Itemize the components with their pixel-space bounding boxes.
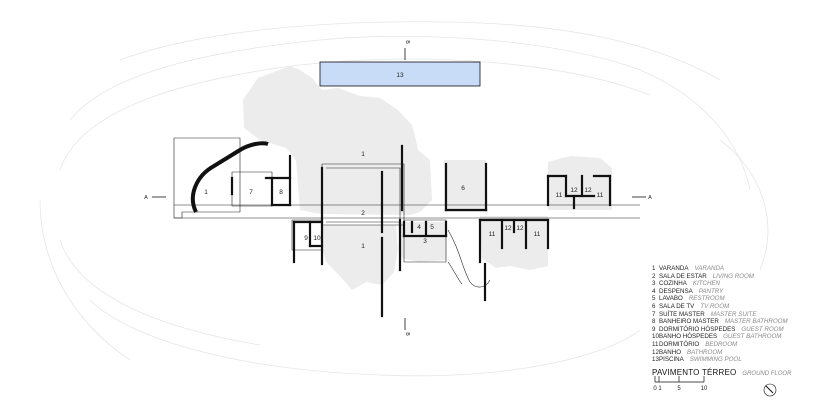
legend-label-pt: SALA DE ESTAR [659, 272, 707, 280]
legend-label-pt: VARANDA [659, 265, 689, 272]
legend-label-pt: SUÍTE MASTER [659, 310, 705, 318]
scale-label: 10 [701, 386, 708, 392]
legend-label-en: VARANDA [694, 265, 725, 272]
landscape-vegetation [243, 66, 612, 290]
legend-label-en: BEDROOM [705, 340, 738, 348]
legend-number: 12 [652, 348, 659, 356]
room-label: 12 [516, 225, 524, 232]
legend-label-en: RESTROOM [688, 295, 725, 303]
legend-number: 3 [652, 280, 656, 288]
room-label: 12 [570, 187, 578, 194]
scale-label: 0 [653, 386, 657, 392]
room-label: 8 [279, 189, 283, 196]
room-label: 2 [361, 210, 365, 217]
legend-label-pt: DORMITÓRIO [659, 340, 700, 348]
north-arrow-icon [763, 383, 777, 397]
room-label: 1 [204, 189, 208, 196]
legend-label-en: MASTER SUITE [710, 310, 757, 318]
legend-number: 5 [652, 295, 656, 303]
room-label: 11 [489, 231, 496, 238]
section-mark-left: A [144, 195, 148, 201]
legend-label-en: PANTRY [698, 287, 724, 295]
legend-label-pt: LAVABO [659, 295, 683, 303]
room-label: 3 [423, 238, 427, 245]
legend-number: 13 [652, 356, 659, 364]
legend-label-en: KITCHEN [692, 280, 721, 288]
topographic-contours [39, 21, 769, 377]
room-label: 1 [361, 243, 365, 250]
legend-label-en: GUEST ROOM [741, 325, 784, 333]
scale-ticks [654, 376, 705, 383]
room-label: 13 [396, 72, 404, 79]
legend-label-pt: DESPENSA [659, 287, 693, 295]
legend-number: 8 [652, 318, 656, 326]
legend-label-pt: BANHO [659, 348, 682, 356]
room-label: 11 [556, 192, 563, 199]
floor-title: PAVIMENTO TÉRREO GROUND FLOOR [652, 362, 791, 380]
legend-label-en: LIVING ROOM [712, 272, 754, 280]
room-label: 4 [417, 224, 421, 231]
legend-label-en: BATHROOM [687, 348, 723, 356]
room-label: 5 [430, 224, 434, 231]
scale-label: 1 [658, 386, 662, 392]
section-mark-top: B [404, 40, 410, 44]
room-label: 11 [597, 192, 604, 199]
legend-number: 1 [652, 265, 656, 272]
walls [230, 144, 612, 318]
pool [319, 61, 481, 87]
legend-label-en: TV ROOM [700, 302, 730, 310]
floor-title-en: GROUND FLOOR [742, 371, 792, 377]
legend-number: 11 [652, 340, 659, 348]
room-label: 6 [461, 185, 465, 192]
legend-number: 2 [652, 272, 656, 280]
legend-label-pt: DORMITÓRIO HÓSPEDES [659, 325, 736, 333]
section-markers [152, 48, 646, 330]
section-mark-bottom: B [404, 332, 410, 336]
room-labels: 1 7 8 1 2 1 6 11 12 12 11 9 10 4 5 3 11 … [204, 72, 604, 250]
legend-number: 4 [652, 287, 656, 295]
curved-wall [190, 141, 269, 213]
legend-number: 9 [652, 325, 656, 333]
room-label: 12 [504, 225, 512, 232]
legend-number: 10 [652, 333, 659, 341]
legend-label-pt: COZINHA [659, 280, 687, 288]
scale-bar: 0 1 5 10 [653, 376, 708, 392]
legend-label-pt: PISCINA [659, 356, 684, 364]
legend-label-en: SWIMMING POOL [689, 356, 742, 364]
legend-label-en: MASTER BATHROOM [724, 318, 788, 326]
legend-label-pt: SALA DE TV [659, 302, 695, 310]
legend-label-pt: BANHO HÓSPEDES [659, 333, 718, 341]
room-label: 7 [249, 189, 253, 196]
legend-label-en: GUEST BATHROOM [723, 333, 782, 341]
floor-title-pt: PAVIMENTO TÉRREO [652, 368, 737, 377]
room-label: 9 [304, 235, 308, 242]
section-mark-right: A [648, 195, 652, 201]
room-label: 12 [584, 187, 592, 194]
legend-label-pt: BANHEIRO MASTER [659, 318, 719, 326]
scale-label: 5 [677, 386, 681, 392]
legend-number: 6 [652, 302, 656, 310]
legend-number: 7 [652, 310, 656, 318]
room-label: 11 [534, 231, 541, 238]
room-label: 10 [313, 235, 321, 242]
room-label: 1 [361, 151, 365, 158]
